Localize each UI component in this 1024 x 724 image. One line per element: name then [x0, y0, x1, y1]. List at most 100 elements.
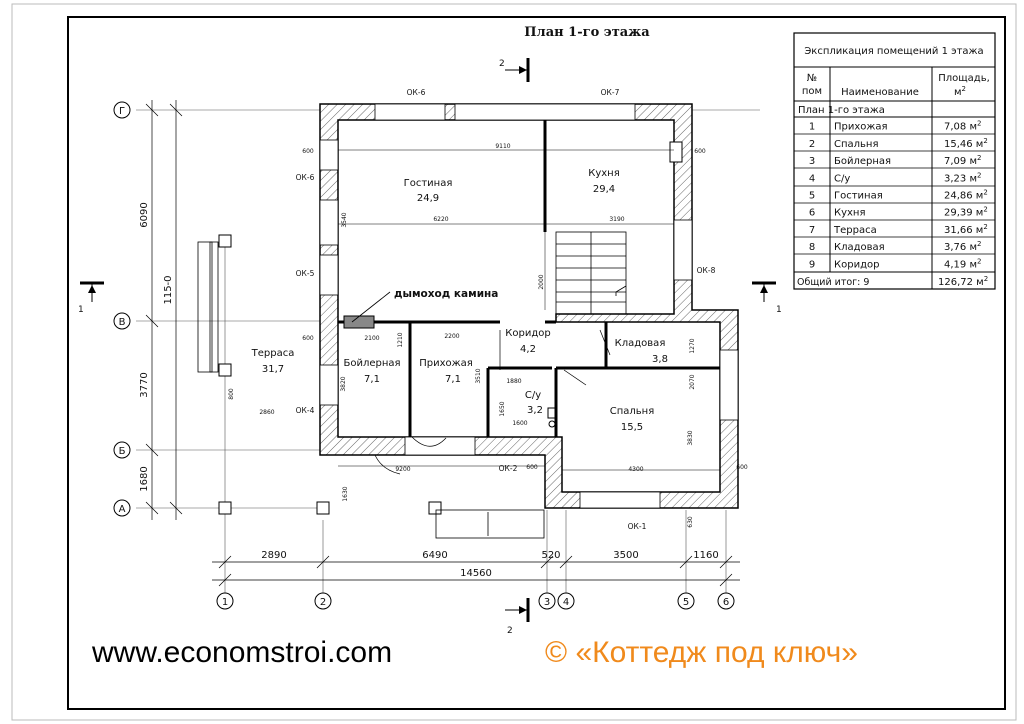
- dim-2100: 2100: [364, 335, 379, 342]
- explication-row-num: 6: [809, 208, 815, 219]
- explication-row-area: 4,19 м2: [944, 257, 981, 270]
- explication-row-num: 2: [809, 139, 815, 150]
- dim-2200: 2200: [444, 333, 459, 340]
- dim-3510: 3510: [475, 368, 482, 383]
- sheet-frame: [67, 16, 1006, 710]
- room-bedroom-name: Спальня: [610, 406, 655, 417]
- section-1-right: 1: [776, 305, 782, 315]
- window-openings: [319, 103, 739, 509]
- explication-row-name: Кладовая: [834, 242, 885, 253]
- room-storage-area: 3,8: [652, 354, 668, 365]
- col-num-header: №: [807, 73, 817, 84]
- room-boiler-area: 7,1: [364, 374, 380, 385]
- window-ok4: ОК-4: [296, 406, 315, 415]
- explication-row-area: 3,23 м2: [944, 171, 981, 184]
- explication-row-name: С/у: [834, 173, 850, 184]
- dim-bottom-1160: 1160: [693, 550, 718, 561]
- room-terrace-name: Терраса: [251, 348, 295, 359]
- dim-2070: 2070: [689, 374, 696, 389]
- dim-3830: 3830: [687, 430, 694, 445]
- room-bedroom-area: 15,5: [621, 422, 643, 433]
- chimney-leader: [351, 291, 391, 323]
- section-1-left: 1: [78, 305, 84, 315]
- explication-row-name: Коридор: [834, 259, 879, 270]
- explication-row-area: 7,09 м2: [944, 154, 981, 167]
- dim-bottom-3500: 3500: [613, 550, 638, 561]
- explication-row-area: 31,66 м2: [944, 223, 988, 236]
- left-dimension-lines: [145, 100, 183, 520]
- explication-section: План 1-го этажа: [798, 105, 885, 116]
- explication-row-name: Терраса: [833, 225, 877, 236]
- room-corridor-name: Коридор: [505, 328, 550, 339]
- window-ok1: ОК-1: [628, 522, 647, 531]
- dim-6220: 6220: [433, 216, 448, 223]
- explication-row-name: Спальня: [834, 139, 879, 150]
- chimney: [343, 315, 375, 329]
- axis-v: В: [119, 317, 126, 328]
- window-ok6-top: ОК-6: [407, 88, 426, 97]
- dim-630: 630: [687, 516, 694, 528]
- explication-total-area: 126,72 м2: [938, 275, 988, 288]
- dim-1210: 1210: [397, 332, 404, 347]
- explication-row-num: 3: [809, 156, 815, 167]
- copyright-text: © «Коттедж под ключ»: [545, 636, 858, 669]
- explication-row-area: 29,39 м2: [944, 206, 988, 219]
- dim-left-6090: 6090: [139, 202, 150, 227]
- explication-row-num: 4: [809, 173, 815, 184]
- explication-row-area: 3,76 м2: [944, 240, 981, 253]
- explication-row-area: 7,08 м2: [944, 120, 981, 133]
- explication-row-num: 1: [809, 122, 815, 133]
- dim-1600: 1600: [512, 420, 527, 427]
- axis-6: 6: [723, 597, 729, 608]
- stove-icon: [669, 141, 683, 163]
- dim-1270: 1270: [689, 338, 696, 353]
- dim-600-e: 600: [736, 464, 748, 471]
- section-2-bottom: 2: [507, 626, 513, 636]
- dim-3820: 3820: [340, 376, 347, 391]
- stair: [555, 231, 627, 315]
- terrace-stair: [197, 241, 545, 539]
- section-2-top: 2: [499, 59, 505, 69]
- axis-3: 3: [544, 597, 550, 608]
- window-ok2: ОК-2: [499, 464, 518, 473]
- dim-1630: 1630: [342, 486, 349, 501]
- window-ok7: ОК-7: [601, 88, 620, 97]
- explication-title: Экспликация помещений 1 этажа: [804, 46, 983, 57]
- bottom-dimension-lines: [212, 555, 740, 587]
- plan-title: План 1-го этажа: [524, 25, 650, 40]
- dim-600-b: 600: [694, 148, 706, 155]
- dim-600-a: 600: [302, 148, 314, 155]
- dim-bottom-520: 520: [541, 550, 560, 561]
- dim-bottom-2890: 2890: [261, 550, 286, 561]
- explication-row-name: Бойлерная: [834, 156, 891, 167]
- window-ok6-left: ОК-6: [296, 173, 315, 182]
- explication-row-num: 8: [809, 242, 815, 253]
- axis-1: 1: [222, 597, 228, 608]
- dim-9110: 9110: [495, 143, 510, 150]
- dim-1650: 1650: [499, 401, 506, 416]
- website-url[interactable]: www.economstroi.com: [92, 636, 393, 669]
- dim-bottom-total: 14560: [460, 568, 492, 579]
- axis-numbers: [216, 592, 735, 610]
- dim-800: 800: [228, 388, 235, 400]
- room-hall-area: 7,1: [445, 374, 461, 385]
- room-bath-area: 3,2: [527, 405, 543, 416]
- room-bath-name: С/у: [525, 390, 541, 401]
- inner-dimensions: [338, 149, 720, 471]
- room-kitchen-name: Кухня: [588, 168, 620, 179]
- dim-3190: 3190: [609, 216, 624, 223]
- room-living-area: 24,9: [417, 193, 439, 204]
- dim-600-c: 600: [302, 335, 314, 342]
- outer-frame: [11, 3, 1017, 721]
- explication-total-label: Общий итог: 9: [797, 277, 869, 288]
- room-corridor-area: 4,2: [520, 344, 536, 355]
- dim-2000: 2000: [538, 274, 545, 289]
- room-terrace-area: 31,7: [262, 364, 284, 375]
- chimney-label: дымоход камина: [394, 288, 498, 300]
- axis-b: Б: [119, 446, 126, 457]
- dim-600-d: 600: [526, 464, 538, 471]
- col-name-header: Наименование: [841, 87, 919, 98]
- section-markers: [80, 58, 776, 622]
- terrace-columns: [218, 234, 442, 515]
